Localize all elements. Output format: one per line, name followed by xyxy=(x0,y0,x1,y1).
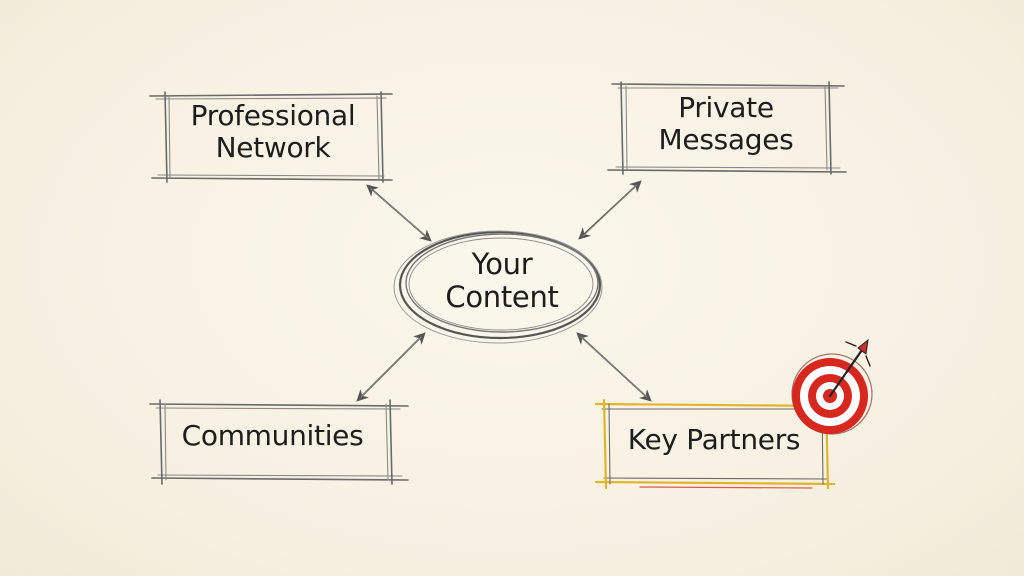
your-content-ellipse xyxy=(393,230,603,344)
arrow-private-messages xyxy=(578,180,642,240)
private-messages-line2: Messages xyxy=(658,123,794,157)
communities-box xyxy=(149,399,409,485)
professional-network-label: Professional Network xyxy=(168,99,378,165)
communities-label: Communities xyxy=(181,419,364,452)
your-content-label: Your Content xyxy=(412,247,592,315)
arrow-communities xyxy=(356,332,426,402)
key-partners-box xyxy=(594,398,836,490)
arrow-professional-network xyxy=(366,184,432,242)
private-messages-label: Private Messages xyxy=(628,91,824,157)
professional-network-box xyxy=(149,91,393,183)
private-messages-box xyxy=(607,81,847,175)
your-content-line1: Your xyxy=(471,247,533,281)
professional-network-line1: Professional xyxy=(190,99,356,132)
arrow-key-partners xyxy=(576,332,652,402)
key-partners-label: Key Partners xyxy=(627,423,801,456)
target-icon xyxy=(791,338,873,435)
your-content-line2: Content xyxy=(445,280,559,315)
professional-network-line2: Network xyxy=(215,131,331,165)
private-messages-line1: Private xyxy=(678,91,774,124)
